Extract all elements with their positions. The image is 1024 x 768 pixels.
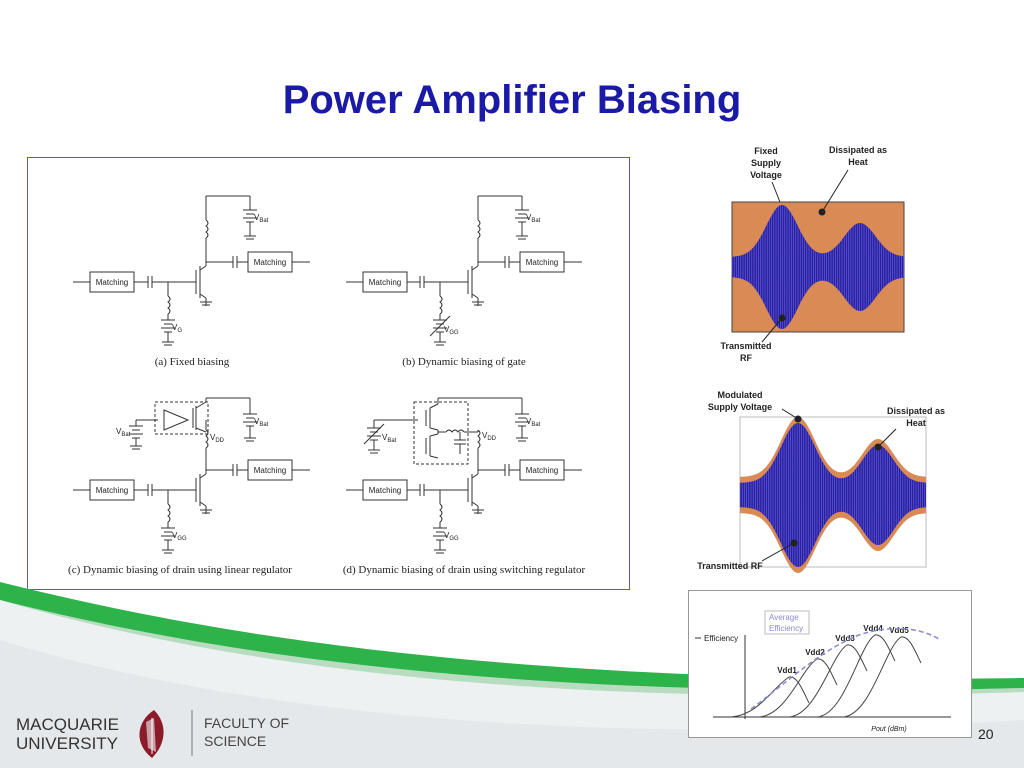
vdd-curve — [842, 636, 922, 718]
matching-label: Matching — [369, 486, 401, 495]
vbat-label: V — [254, 417, 260, 426]
vdd-curve — [730, 676, 810, 718]
svg-text:VBat: VBat — [526, 417, 541, 428]
vbat-label: V — [116, 427, 122, 436]
dissipated-heat-label: Dissipated as — [887, 406, 945, 416]
caption-switching-regulator: (d) Dynamic biasing of drain using switc… — [343, 564, 586, 576]
svg-text:VBat: VBat — [254, 417, 269, 428]
vdd-sub: DD — [215, 438, 224, 444]
biasing-circuits-panel: Matching Matching Matching Matching Matc… — [27, 157, 630, 590]
svg-text:VGG: VGG — [172, 531, 187, 542]
vdd-label: V — [210, 433, 216, 442]
svg-text:VBat: VBat — [254, 213, 269, 224]
dissipated-heat-label: Heat — [906, 418, 926, 428]
vdd-sub: DD — [487, 436, 496, 442]
vg-label: V — [172, 323, 178, 332]
faculty-name: FACULTY OF — [204, 715, 289, 731]
average-efficiency-label: Efficiency — [769, 624, 803, 633]
modulated-rf-waveform — [739, 417, 926, 573]
vbat-label: V — [526, 213, 532, 222]
vgg-sub: GG — [449, 536, 459, 542]
svg-text:VDD: VDD — [482, 431, 497, 442]
page-number: 20 — [978, 726, 994, 742]
svg-text:VDD: VDD — [210, 433, 225, 444]
matching-label: Matching — [96, 278, 128, 287]
vdd-curve-label: Vdd5 — [889, 626, 909, 635]
vdd-curve — [758, 658, 838, 718]
vbat-label: V — [254, 213, 260, 222]
fixed-supply-label: Fixed — [754, 146, 778, 156]
vbat-sub: Bat — [121, 432, 130, 438]
vdd-curve-label: Vdd1 — [777, 666, 797, 675]
vdd-curve-label: Vdd3 — [835, 634, 855, 643]
university-name: MACQUARIE — [16, 715, 119, 734]
vdd-label: V — [482, 431, 488, 440]
vbat-label: V — [382, 433, 388, 442]
vdd-curve — [788, 644, 868, 718]
average-efficiency-label: Average — [769, 613, 799, 622]
vgg-sub: GG — [449, 330, 459, 336]
biasing-circuits-diagram: Matching Matching Matching Matching Matc… — [68, 195, 586, 576]
caption-linear-regulator: (c) Dynamic biasing of drain using linea… — [68, 564, 292, 576]
svg-text:VBat: VBat — [526, 213, 541, 224]
modulated-supply-label: Supply Voltage — [708, 402, 772, 412]
matching-label: Matching — [254, 466, 286, 475]
dissipated-heat-label: Heat — [848, 157, 868, 167]
vbat-sub: Bat — [259, 218, 268, 224]
macquarie-logo: MACQUARIE UNIVERSITY FACULTY OF SCIENCE — [16, 710, 289, 758]
fixed-supply-label: Voltage — [750, 170, 782, 180]
transmitted-rf-waveform — [731, 205, 904, 329]
matching-label: Matching — [526, 466, 558, 475]
modulated-supply-figure: Modulated Supply Voltage Dissipated as H… — [697, 390, 945, 573]
vbat-sub: Bat — [387, 438, 396, 444]
dissipated-heat-label: Dissipated as — [829, 145, 887, 155]
transmitted-rf-label: Transmitted RF — [697, 561, 763, 571]
vgg-label: V — [444, 531, 450, 540]
matching-label: Matching — [369, 278, 401, 287]
vbat-sub: Bat — [259, 422, 268, 428]
caption-gate-biasing: (b) Dynamic biasing of gate — [402, 356, 526, 368]
university-name: UNIVERSITY — [16, 734, 118, 753]
svg-text:VGG: VGG — [444, 531, 459, 542]
vdd-curve-label: Vdd4 — [863, 624, 883, 633]
svg-text:VG: VG — [172, 323, 182, 334]
vbat-label: V — [526, 417, 532, 426]
caption-fixed-biasing: (a) Fixed biasing — [155, 356, 230, 368]
faculty-name: SCIENCE — [204, 733, 266, 749]
average-efficiency-curve — [750, 627, 940, 710]
fixed-supply-figure: Fixed Supply Voltage Dissipated as Heat … — [720, 145, 905, 363]
vdd-curve-label: Vdd2 — [805, 648, 825, 657]
fixed-supply-label: Supply — [751, 158, 781, 168]
efficiency-axis-label: Efficiency — [704, 634, 738, 643]
svg-text:VBat: VBat — [382, 433, 397, 444]
transmitted-rf-label: Transmitted — [720, 341, 771, 351]
vg-sub: G — [177, 328, 182, 334]
pout-axis-label: Pout (dBm) — [871, 726, 906, 733]
svg-text:VBat: VBat — [116, 427, 131, 438]
lighthouse-crest-icon — [139, 710, 164, 758]
vdd-curve — [816, 634, 896, 718]
matching-label: Matching — [96, 486, 128, 495]
vbat-sub: Bat — [531, 422, 540, 428]
transmitted-rf-label: RF — [740, 353, 752, 363]
vgg-label: V — [444, 325, 450, 334]
vbat-sub: Bat — [531, 218, 540, 224]
matching-label: Matching — [254, 258, 286, 267]
vgg-sub: GG — [177, 536, 187, 542]
modulated-supply-label: Modulated — [718, 390, 763, 400]
svg-text:VGG: VGG — [444, 325, 459, 336]
vdd-efficiency-curves: Vdd1 Vdd2 Vdd3 Vdd4 Vdd5 — [730, 624, 922, 718]
vgg-label: V — [172, 531, 178, 540]
slide-title: Power Amplifier Biasing — [282, 78, 742, 122]
matching-label: Matching — [526, 258, 558, 267]
